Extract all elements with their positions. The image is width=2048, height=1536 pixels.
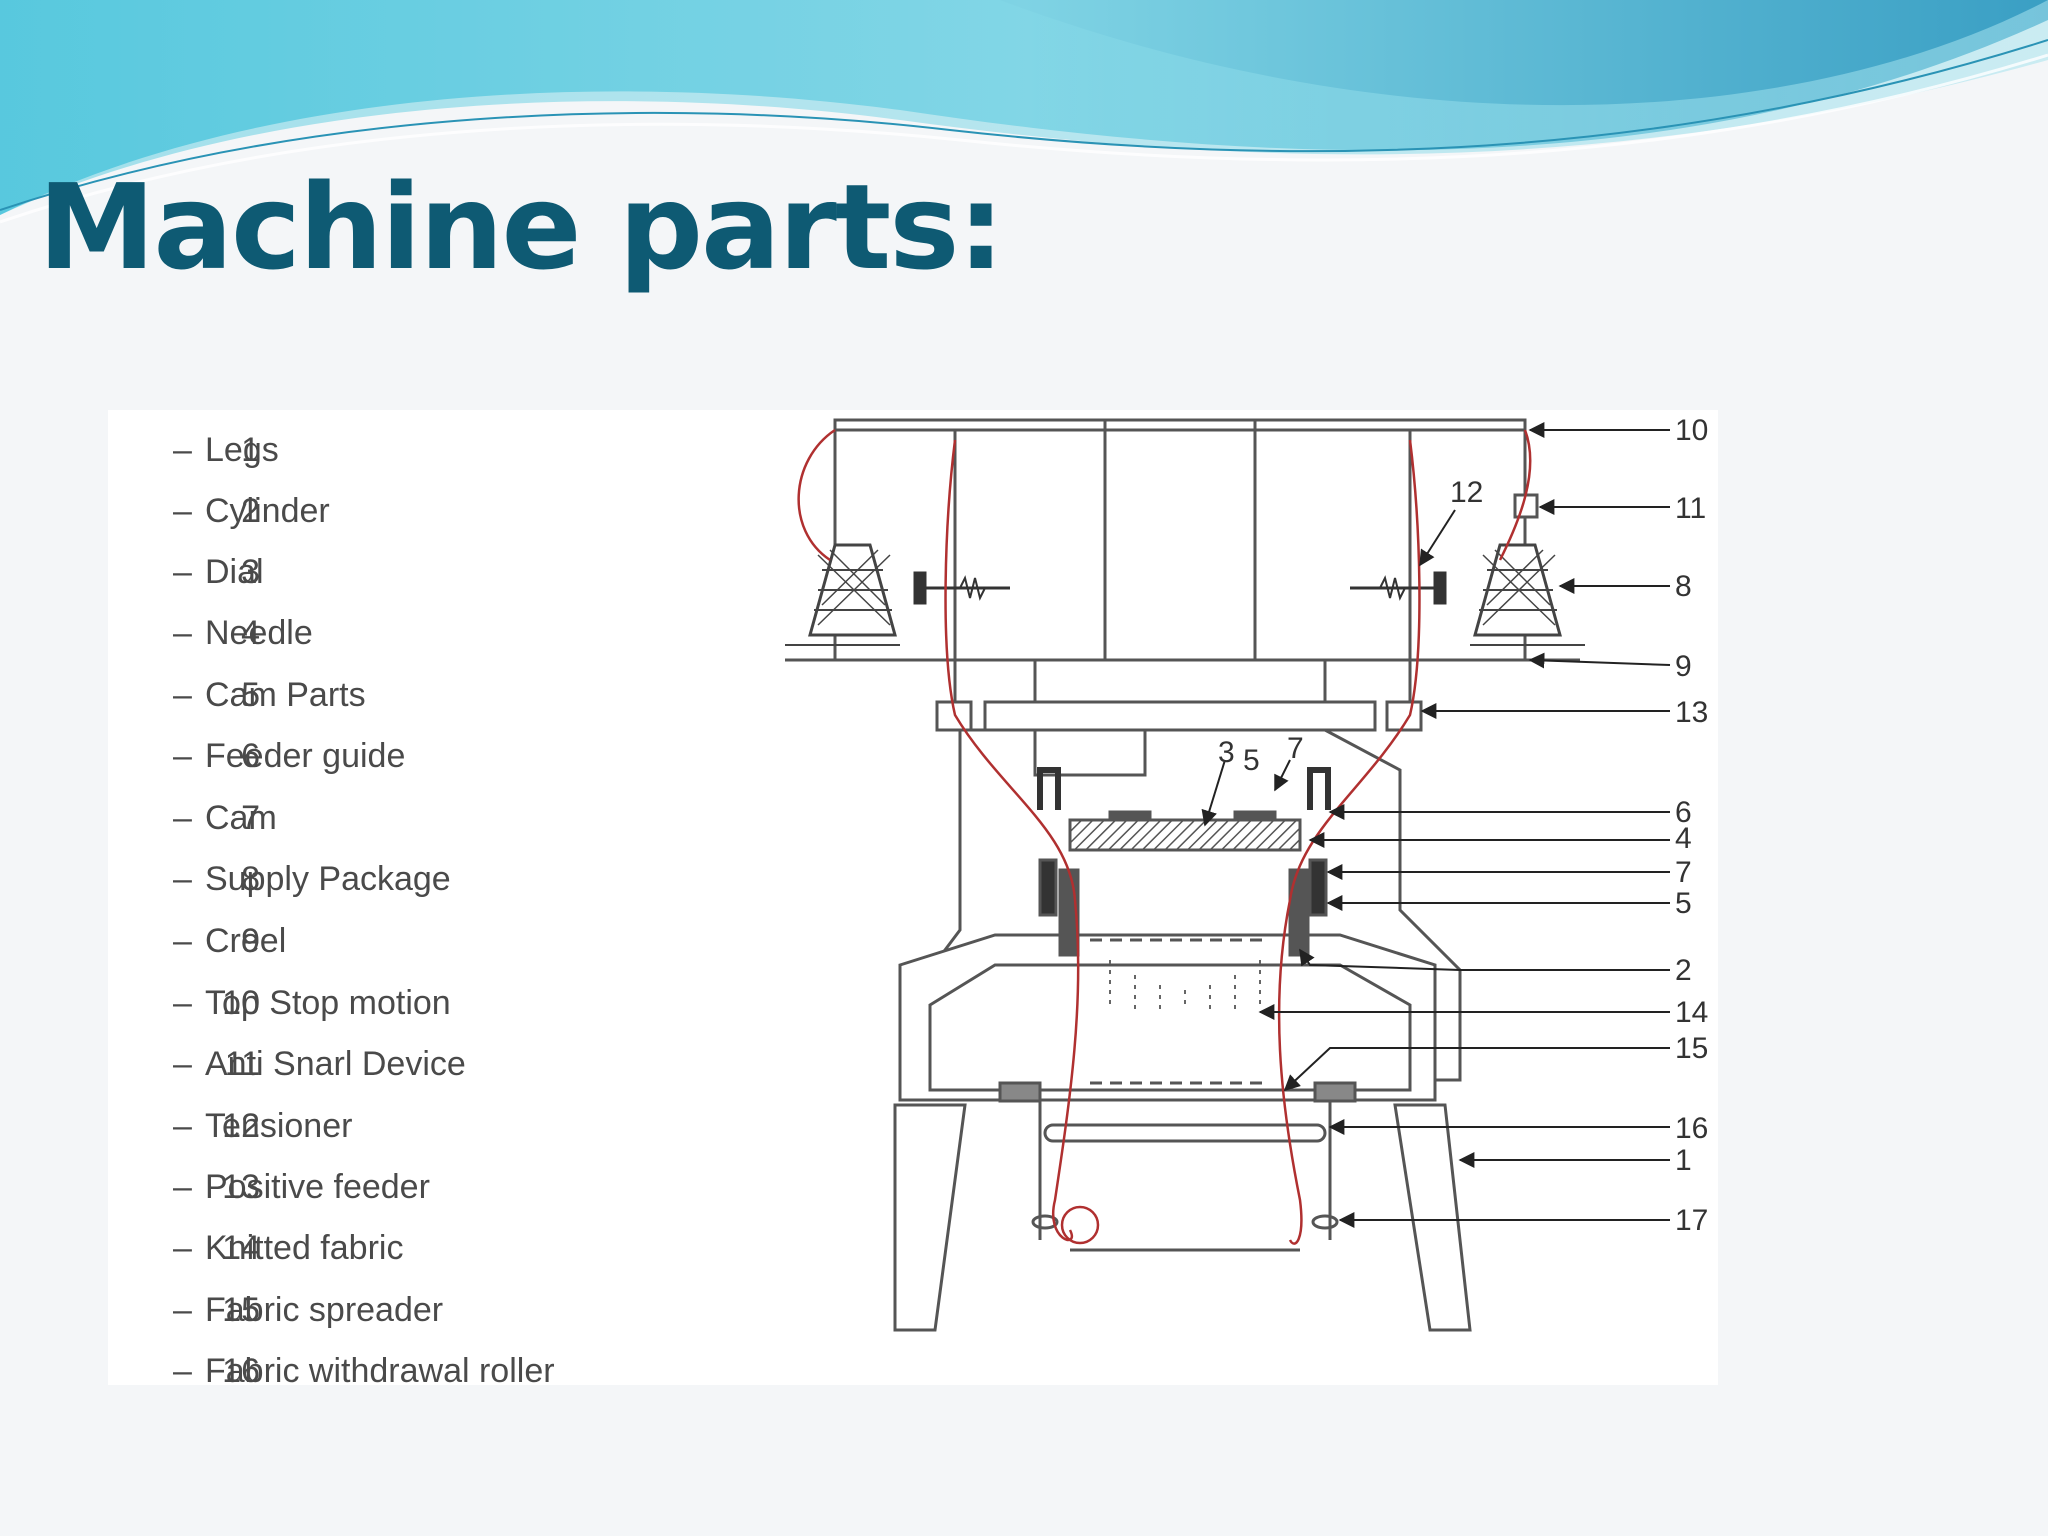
legend-label: Cam [205, 799, 277, 837]
legend-label: Cam Parts [205, 676, 366, 714]
callout-15: 15 [1675, 1032, 1708, 1065]
callout-4: 4 [1675, 822, 1692, 855]
legend-number: 12 [222, 1107, 260, 1145]
callout-16: 16 [1675, 1112, 1708, 1145]
legend-item: 12 – Tensioner [108, 1101, 668, 1151]
callout-14: 14 [1675, 996, 1708, 1029]
legend-item: 16 – Fabric withdrawal roller [108, 1346, 668, 1385]
legend-label: Knitted fabric [205, 1229, 404, 1267]
legend-label: Legs [205, 431, 279, 469]
callout-labels: 10 11 8 9 13 6 4 7 5 2 14 15 16 1 17 12 … [1218, 414, 1708, 1237]
callout-5-top: 5 [1243, 744, 1260, 777]
legend-dash: – [173, 799, 192, 837]
legend-number: 14 [222, 1229, 260, 1267]
legend-item: 10 – Top Stop motion [108, 978, 668, 1028]
header-wave-banner [0, 0, 2048, 224]
legend-number: 10 [222, 984, 260, 1022]
callout-13: 13 [1675, 696, 1708, 729]
callout-6: 6 [1675, 796, 1692, 829]
legend-dash: – [173, 984, 192, 1022]
parts-legend: 1 – Legs 2 – Cylinder 3 – Dial 4 – Needl… [108, 425, 668, 1385]
legend-dash: – [173, 737, 192, 775]
legend-label: Fabric spreader [205, 1291, 444, 1329]
legend-item: 6 – Feeder guide [108, 731, 668, 781]
legend-item: 11 – Anti Snarl Device [108, 1039, 668, 1089]
legend-number: 8 [241, 860, 260, 898]
callout-12: 12 [1450, 476, 1483, 509]
legend-number: 4 [241, 614, 260, 652]
legend-number: 7 [241, 799, 260, 837]
tensioner-right [1350, 571, 1447, 605]
callout-2: 2 [1675, 954, 1692, 987]
legend-item: 2 – Cylinder [108, 486, 668, 536]
knitted-fabric [1109, 960, 1261, 1010]
legend-item: 4 – Needle [108, 608, 668, 658]
legend-item: 15 – Fabric spreader [108, 1285, 668, 1335]
legend-dash: – [173, 1107, 192, 1145]
knitting-machine-diagram: 10 11 8 9 13 6 4 7 5 2 14 15 16 1 17 12 … [785, 414, 1708, 1332]
legend-item: 1 – Legs [108, 425, 668, 475]
legend-dash: – [173, 1291, 192, 1329]
legend-label: Needle [205, 614, 313, 652]
callout-1: 1 [1675, 1144, 1692, 1177]
yarn-path [797, 428, 1532, 1245]
callout-5: 5 [1675, 887, 1692, 920]
legend-label: Tensioner [205, 1107, 353, 1145]
callout-7-top: 7 [1287, 732, 1304, 765]
callout-17: 17 [1675, 1204, 1708, 1237]
legend-label: Dial [205, 553, 264, 591]
legend-number: 3 [241, 553, 260, 591]
legend-dash: – [173, 1045, 192, 1083]
legend-label: Supply Package [205, 860, 451, 898]
legend-number: 15 [222, 1291, 260, 1329]
legend-number: 9 [241, 922, 260, 960]
callout-11: 11 [1675, 492, 1706, 525]
legend-dash: – [173, 1168, 192, 1206]
legend-item: 3 – Dial [108, 547, 668, 597]
legend-number: 16 [222, 1352, 260, 1385]
callout-8: 8 [1675, 570, 1692, 603]
legend-item: 13 – Positive feeder [108, 1162, 668, 1212]
supply-package-right [1470, 543, 1585, 646]
legend-item: 9 – Creel [108, 916, 668, 966]
legend-label: Positive feeder [205, 1168, 430, 1206]
legend-dash: – [173, 922, 192, 960]
legend-number: 13 [222, 1168, 260, 1206]
callout-7: 7 [1675, 856, 1692, 889]
legend-item: 8 – Supply Package [108, 854, 668, 904]
legend-item: 14 – Knitted fabric [108, 1223, 668, 1273]
legend-label: Cylinder [205, 492, 330, 530]
legend-dash: – [173, 431, 192, 469]
legend-label: Feeder guide [205, 737, 406, 775]
callout-3: 3 [1218, 736, 1235, 769]
legend-dash: – [173, 860, 192, 898]
legend-label: Fabric withdrawal roller [205, 1352, 555, 1385]
legend-dash: – [173, 1352, 192, 1385]
machine-frame [785, 418, 1580, 1332]
legend-dash: – [173, 1229, 192, 1267]
legend-label: Top Stop motion [205, 984, 451, 1022]
legend-label: Creel [205, 922, 287, 960]
legend-number: 5 [241, 676, 260, 714]
supply-package-left [785, 543, 900, 646]
callout-9: 9 [1675, 650, 1692, 683]
legend-dash: – [173, 614, 192, 652]
callout-10: 10 [1675, 414, 1708, 447]
legend-number: 11 [224, 1045, 260, 1083]
legend-number: 2 [241, 492, 260, 530]
legend-dash: – [173, 676, 192, 714]
legend-number: 1 [241, 431, 260, 469]
legend-dash: – [173, 492, 192, 530]
legend-item: 7 – Cam [108, 793, 668, 843]
legend-number: 6 [241, 737, 260, 775]
slide-title: Machine parts: [38, 158, 1005, 296]
tensioner-left [913, 571, 1010, 605]
callout-leaders [1201, 422, 1671, 1228]
legend-dash: – [173, 553, 192, 591]
legend-item: 5 – Cam Parts [108, 670, 668, 720]
legend-label: Anti Snarl Device [205, 1045, 466, 1083]
